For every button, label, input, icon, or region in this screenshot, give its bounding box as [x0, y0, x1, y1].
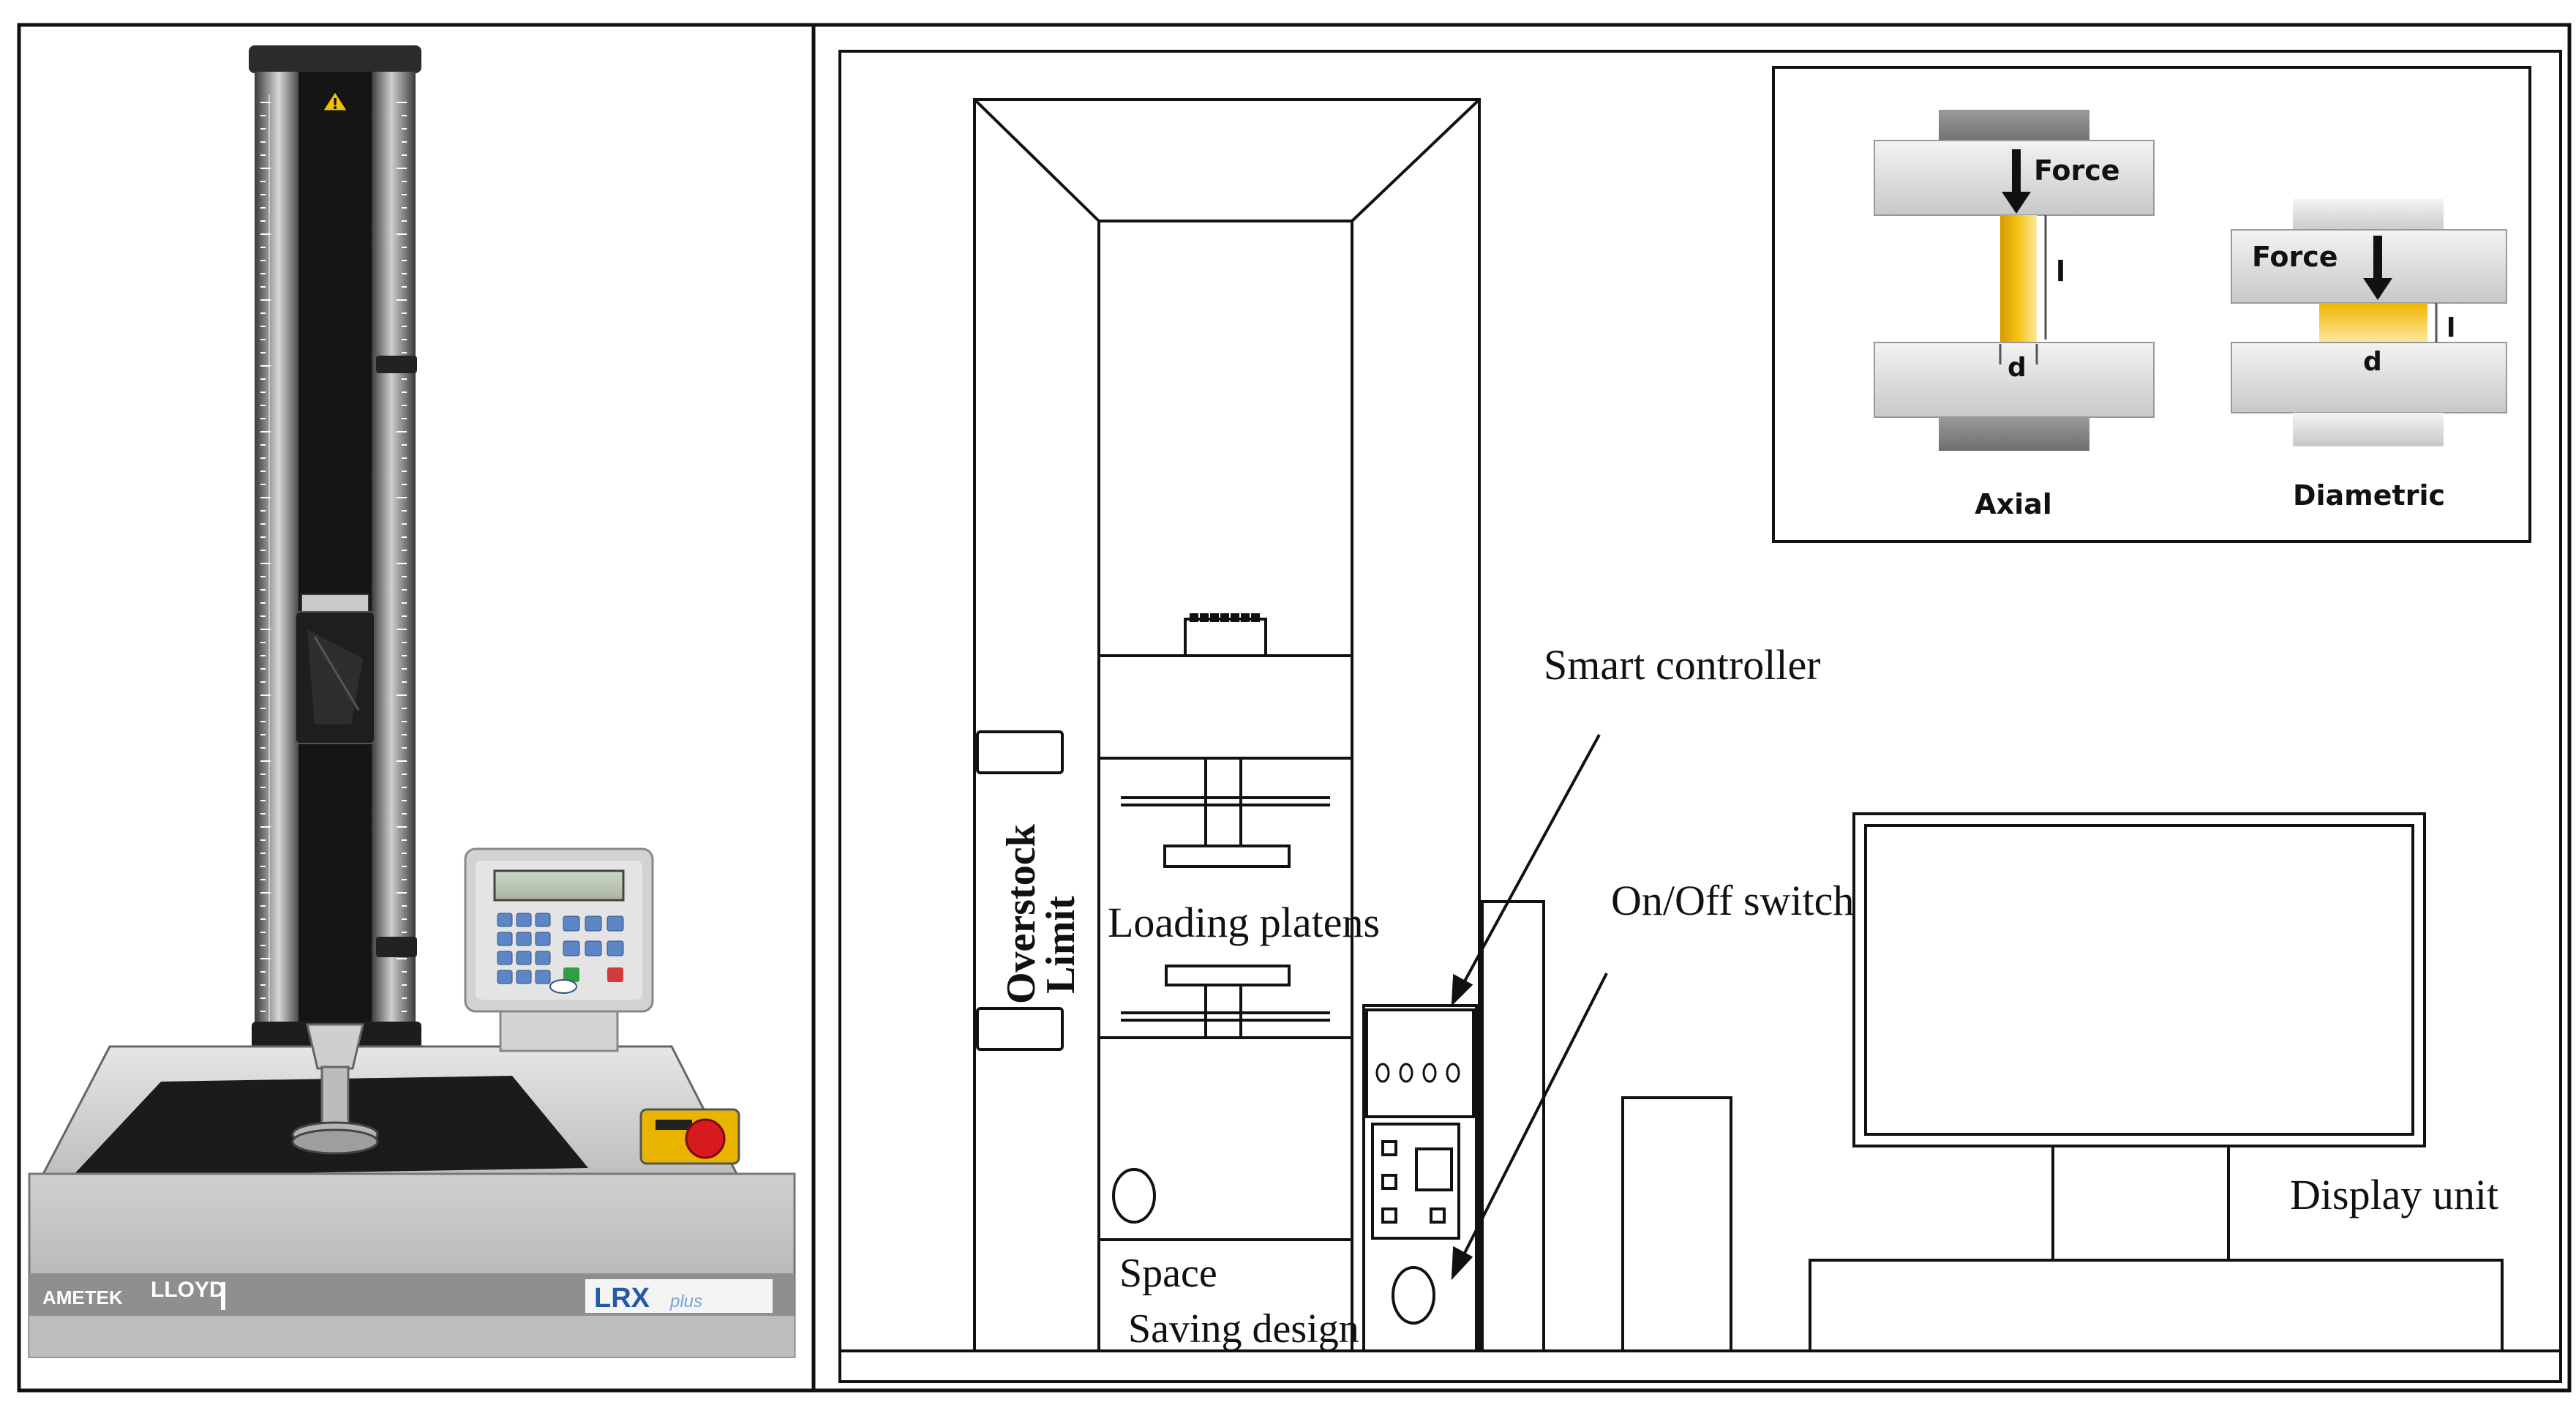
- controller-indicator: [1399, 1063, 1413, 1083]
- smart-controller-arrow: [1451, 734, 1601, 1007]
- console-keypad: [497, 913, 624, 994]
- keypad-key: [535, 932, 551, 946]
- smart-controller-box: [1365, 1008, 1475, 1118]
- side-cabinet: [1621, 1096, 1732, 1352]
- lower-loading-platen: [1121, 965, 1330, 1039]
- axial-specimen: [2000, 215, 2037, 342]
- overstock-label: Overstock: [999, 823, 1044, 1004]
- on-off-switch: [1392, 1266, 1435, 1325]
- compression-platen-fixture: [291, 1023, 379, 1155]
- keypad-key: [497, 913, 513, 927]
- diametric-length-label: l: [2447, 313, 2455, 343]
- keypad-key: [607, 915, 624, 932]
- axial-diameter-label: d: [2008, 353, 2027, 383]
- svg-text:!: !: [331, 95, 338, 113]
- load-cell-tooth: [1200, 613, 1209, 622]
- axial-diagram: Force l d Axial: [1874, 110, 2155, 520]
- keypad-key: [516, 913, 532, 927]
- keypad-key: [585, 915, 602, 932]
- test-mode-inset: Force l d Axial Force l d Diametric: [1772, 66, 2531, 543]
- base-circle: [1112, 1168, 1156, 1224]
- keypad-key: [563, 940, 580, 956]
- keypad-key: [607, 940, 624, 956]
- keypad-key: [516, 970, 532, 984]
- controller-indicator: [1375, 1063, 1390, 1083]
- controller-schematic: [1362, 900, 1545, 1352]
- model-badge: [585, 1279, 773, 1313]
- start-key: [563, 967, 579, 982]
- axial-title: Axial: [1975, 488, 2052, 520]
- stop-key: [607, 967, 623, 982]
- display-unit-label: Display unit: [2290, 1171, 2498, 1218]
- axial-force-label: Force: [2034, 154, 2120, 187]
- on-off-switch-label: On/Off switch: [1611, 877, 1854, 924]
- diametric-specimen: [2319, 303, 2427, 342]
- keypad-key: [535, 970, 551, 984]
- axial-force-arrow: [2002, 149, 2031, 214]
- load-cell-tooth: [1220, 613, 1229, 622]
- upper-overstock-limit-switch: [976, 730, 1064, 774]
- limit-label: Limit: [1038, 896, 1084, 994]
- model-suffix-text: plus: [669, 1292, 702, 1311]
- emergency-stop-button: [639, 1108, 740, 1165]
- schematic-frame-outer: [811, 23, 2572, 1393]
- load-cell-tooth: [1231, 613, 1239, 622]
- controller-console: [464, 847, 654, 1052]
- space-label: Space: [1119, 1251, 1217, 1296]
- controller-indicator: [1446, 1063, 1460, 1083]
- loading-platens-label: Loading platens: [1108, 899, 1380, 946]
- lower-overstock-limit-switch: [976, 1007, 1064, 1051]
- diametric-diagram: Force l d Diametric: [2231, 199, 2507, 512]
- keypad-key: [516, 951, 532, 965]
- machine-base: AMETEK LLOYD LRX plus: [28, 1045, 796, 1358]
- display-unit-schematic: [1809, 812, 2504, 1352]
- schematic-labels: Overstock Limit Loading platens Space Sa…: [999, 641, 2498, 1352]
- crosshead: [295, 593, 375, 744]
- load-cell: [1184, 618, 1267, 657]
- upper-limit-stop: [376, 356, 417, 373]
- on-off-switch-arrow: [1451, 973, 1608, 1281]
- logo-badge: [549, 979, 577, 994]
- load-frame-column: !: [249, 45, 421, 1070]
- tester-schematic: [973, 98, 1481, 1352]
- controller-indicator: [1422, 1063, 1437, 1083]
- brand-center-text: LLOYD: [151, 1278, 225, 1302]
- keypad-key: [585, 940, 602, 956]
- keypad-key: [497, 932, 513, 946]
- diametric-force-arrow: [2363, 236, 2392, 300]
- load-cell-tooth: [1210, 613, 1219, 622]
- lower-limit-stop: [376, 937, 417, 957]
- keypad-key: [516, 932, 532, 946]
- keypad-key: [535, 913, 551, 927]
- console-lcd-screen: [493, 869, 625, 902]
- load-cell-tooth: [1251, 613, 1260, 622]
- diametric-force-label: Force: [2252, 241, 2338, 273]
- keypad-key: [497, 970, 513, 984]
- schematic-frame-inner: [838, 50, 2562, 1383]
- keypad-key: [497, 951, 513, 965]
- brand-left-text: AMETEK: [42, 1287, 123, 1308]
- keypad-key: [563, 915, 580, 932]
- load-cell-tooth: [1241, 613, 1250, 622]
- diametric-diameter-label: d: [2363, 347, 2382, 377]
- saving-design-label: Saving design: [1128, 1306, 1359, 1352]
- diametric-title: Diametric: [2293, 479, 2445, 512]
- upper-loading-platen: [1121, 757, 1330, 868]
- schematic-panel: [811, 23, 2572, 1393]
- model-text: LRX: [594, 1283, 650, 1314]
- keypad-key: [535, 951, 551, 965]
- warning-icon: !: [320, 89, 350, 113]
- photo-panel: ! AMETEK LLOYD LRX: [17, 23, 816, 1393]
- axial-length-label: l: [2056, 255, 2065, 288]
- load-cell-tooth: [1190, 613, 1198, 622]
- smart-controller-label: Smart controller: [1544, 641, 1821, 689]
